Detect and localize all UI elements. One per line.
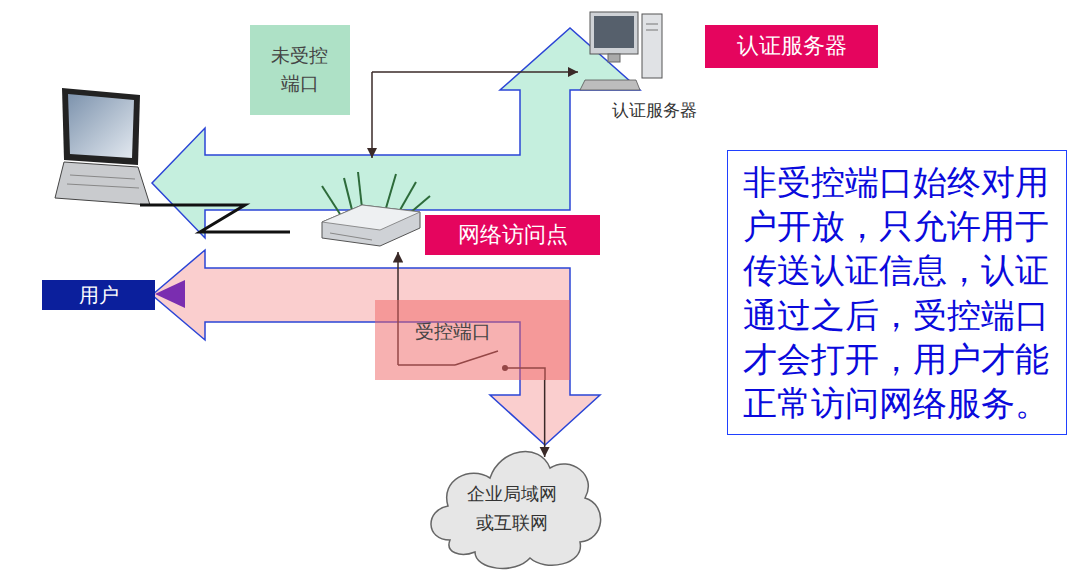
cloud-shape [431,452,601,569]
connector-arrow [544,380,546,457]
server-tag: 认证服务器 [705,25,878,68]
node-text: 企业局域网 或互联网 [465,480,560,538]
note-box: 非受控端口始终对用户开放，只允许用于传送认证信息，认证通过之后，受控端口才会打开… [727,150,1067,435]
node-text: 网络访问点 [458,223,568,247]
node-text: 用户 [79,284,119,306]
server-computer-icon [580,12,662,90]
uncontrolled-wire [371,72,373,158]
data-flow-arrow [152,250,600,445]
uncontrolled-wire [372,71,578,73]
network-cloud: 企业局域网 或互联网 [420,440,605,572]
cloud-outline [420,440,605,572]
node-text: 未受控 端口 [270,42,331,97]
controlled-port-box: 受控端口 [375,300,570,380]
server-caption: 认证服务器 [612,99,697,122]
node-text: 认证服务器 [737,34,847,58]
router-icon [322,172,430,246]
user-tag: 用户 [42,280,155,310]
access-point-tag: 网络访问点 [425,215,600,255]
laptop-icon [55,88,150,205]
wireless-link [140,205,290,232]
node-text: 非受控端口始终对用户开放，只允许用于传送认证信息，认证通过之后，受控端口才会打开… [743,160,1052,425]
user-pointer [155,280,185,308]
node-text: 受控端口 [415,320,491,343]
uncontrolled-port-box: 未受控 端口 [250,25,350,115]
